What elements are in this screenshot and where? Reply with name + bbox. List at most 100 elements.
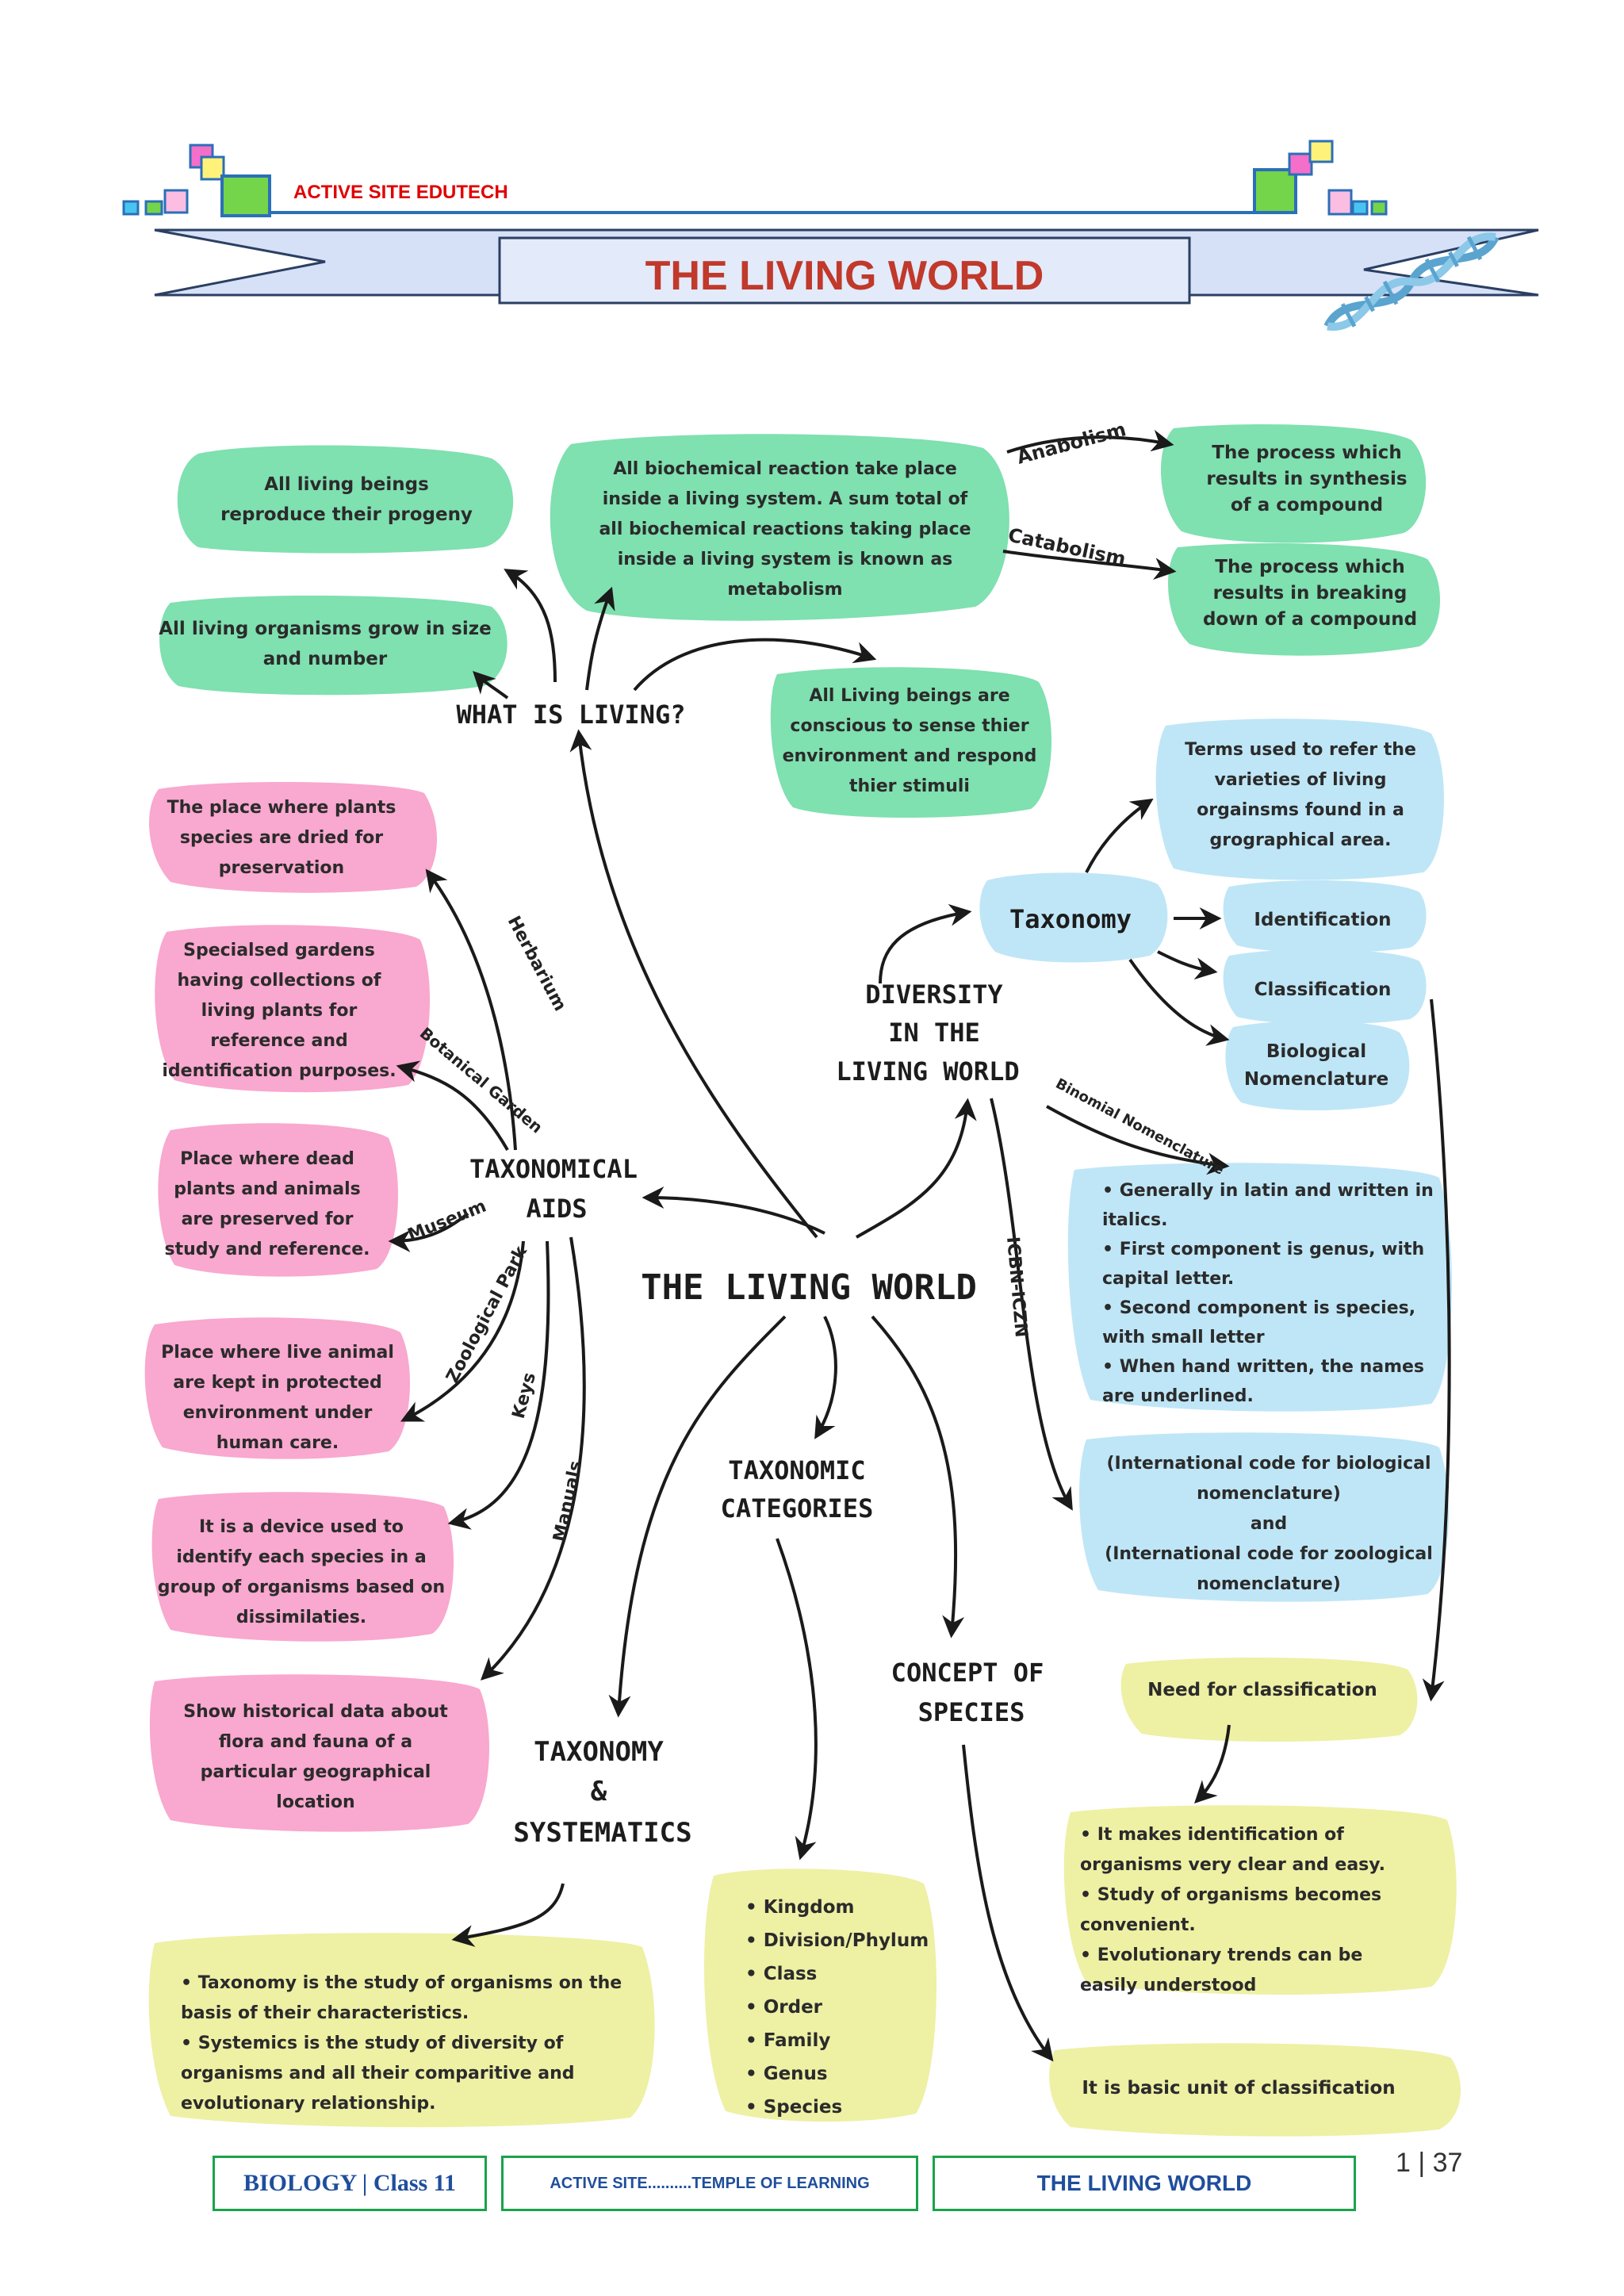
edge-label-anabolism: Anabolism — [1014, 418, 1128, 469]
page-title: THE LIVING WORLD — [645, 253, 1044, 299]
footer-subject: BIOLOGY | Class 11 — [243, 2170, 457, 2196]
node-taxonomic-categories-line2: CATEGORIES — [721, 1493, 874, 1524]
systematics-line3: • Systemics is the study of diversity of — [181, 2033, 564, 2053]
bubble-terms — [1155, 719, 1445, 880]
left-square-logo — [122, 144, 271, 217]
page-number: 1 | 37 — [1396, 2148, 1463, 2178]
terms-line4: grographical area. — [1209, 830, 1391, 850]
need-points-line2: organisms very clear and easy. — [1080, 1855, 1385, 1875]
bubble-reproduce — [177, 445, 514, 554]
keys-line4: dissimilaties. — [236, 1608, 366, 1627]
bubble-need — [1120, 1657, 1418, 1742]
footer-subject-box: BIOLOGY | Class 11 — [213, 2156, 487, 2211]
reproduce-line1: All living beings — [264, 474, 429, 495]
binomial-line8: are underlined. — [1102, 1386, 1254, 1406]
bubble-texts: All living beings reproduce their progen… — [158, 443, 1434, 2118]
metabolism-line4: inside a living system is known as — [618, 550, 953, 569]
museum-line1: Place where dead — [180, 1149, 354, 1169]
terms-line3: orgainsms found in a — [1197, 800, 1404, 820]
binomial-line1: • Generally in latin and written in — [1102, 1181, 1434, 1201]
bubble-synthesis — [1160, 424, 1427, 543]
metabolism-line2: inside a living system. A sum total of — [603, 489, 968, 509]
binomial-line4: capital letter. — [1102, 1269, 1234, 1289]
node-taxonomy: Taxonomy — [1009, 904, 1132, 934]
binomial-line6: with small letter — [1102, 1328, 1265, 1347]
node-concept-of-species-line1: CONCEPT OF — [891, 1658, 1044, 1688]
need-points-line4: convenient. — [1080, 1915, 1196, 1935]
bubble-biological-nomenclature — [1225, 1020, 1410, 1111]
zoo-line1: Place where live animal — [161, 1343, 394, 1363]
classification-text: Classification — [1254, 979, 1392, 1000]
keys-line1: It is a device used to — [199, 1517, 404, 1537]
edge-label-catabolism: Catabolism — [1006, 523, 1128, 570]
bubble-breaking — [1168, 543, 1441, 656]
breaking-line1: The process which — [1215, 557, 1404, 577]
edge-label-museum: Museum — [405, 1196, 489, 1245]
node-taxonomy-systematics-line2: & — [591, 1776, 607, 1807]
museum-line4: study and reference. — [165, 1240, 370, 1259]
edge-label-icbn: ICBN-ICZN — [1002, 1236, 1031, 1338]
manuals-line1: Show historical data about — [183, 1702, 448, 1722]
categories-division: • Division/Phylum — [745, 1930, 929, 1951]
binomial-line5: • Second component is species, — [1102, 1298, 1415, 1318]
botanical-line2: having collections of — [178, 971, 381, 991]
basic-unit-text: It is basic unit of classification — [1082, 2078, 1395, 2099]
categories-order: • Order — [745, 1997, 823, 2018]
node-concept-of-species-line2: SPECIES — [918, 1697, 1025, 1727]
node-diversity-line3: LIVING WORLD — [836, 1056, 1019, 1087]
bubble-conscious — [770, 667, 1052, 818]
dna-icon — [1323, 232, 1500, 331]
node-taxonomy-systematics-line3: SYSTEMATICS — [513, 1817, 691, 1849]
zoo-line4: human care. — [216, 1433, 339, 1453]
bubble-grow — [159, 595, 508, 696]
synthesis-line2: results in synthesis — [1206, 469, 1407, 489]
need-points-line1: • It makes identification of — [1080, 1825, 1344, 1845]
systematics-line2: basis of their characteristics. — [181, 2003, 469, 2023]
keys-line3: group of organisms based on — [158, 1577, 445, 1597]
need-points-line3: • Study of organisms becomes — [1080, 1885, 1381, 1905]
center-node: THE LIVING WORLD — [641, 1267, 977, 1308]
icbn-line4: (International code for zoological — [1105, 1544, 1433, 1564]
synthesis-line3: of a compound — [1231, 495, 1383, 516]
need-text: Need for classification — [1147, 1680, 1377, 1700]
bubble-manuals — [149, 1674, 489, 1832]
bubble-zoo — [144, 1317, 410, 1459]
bubble-systematics — [148, 1933, 655, 2128]
bubble-museum — [158, 1123, 398, 1277]
bubble-basic-unit — [1049, 2043, 1461, 2137]
systematics-line4: organisms and all their comparitive and — [181, 2064, 574, 2083]
categories-family: • Family — [745, 2030, 830, 2051]
categories-class: • Class — [745, 1964, 817, 1984]
bubble-taxonomy — [979, 872, 1168, 963]
edge-label-manuals: Manuals — [550, 1459, 586, 1543]
bubble-shapes — [144, 424, 1461, 2137]
bubble-classification — [1223, 949, 1427, 1025]
need-points-line5: • Evolutionary trends can be — [1080, 1945, 1362, 1965]
terms-line2: varieties of living — [1215, 770, 1387, 790]
bubble-need-points — [1063, 1805, 1457, 1995]
breaking-line2: results in breaking — [1213, 583, 1408, 604]
edge-label-keys: Keys — [509, 1370, 540, 1420]
node-taxonomy-systematics-line1: TAXONOMY — [534, 1736, 664, 1768]
bubble-herbarium — [149, 781, 438, 893]
manuals-line3: particular geographical — [201, 1762, 431, 1782]
conscious-line3: environment and respond — [783, 746, 1037, 766]
zoo-line3: environment under — [183, 1403, 373, 1423]
museum-line3: are preserved for — [182, 1209, 354, 1229]
node-taxonomical-aids-line1: TAXONOMICAL — [469, 1154, 638, 1184]
conscious-line2: conscious to sense thier — [790, 716, 1028, 736]
synthesis-line1: The process which — [1212, 443, 1401, 463]
metabolism-line3: all biochemical reactions taking place — [599, 519, 971, 539]
bubble-binomial-points — [1067, 1163, 1453, 1412]
footer-tagline-box: ACTIVE SITE..........TEMPLE OF LEARNING — [501, 2156, 918, 2211]
zoo-line2: are kept in protected — [173, 1373, 381, 1393]
systematics-line1: • Taxonomy is the study of organisms on … — [181, 1973, 622, 1993]
systematics-line5: evolutionary relationship. — [181, 2094, 436, 2114]
terms-line1: Terms used to refer the — [1185, 740, 1416, 760]
bubble-categories — [704, 1869, 937, 2122]
bubble-keys — [151, 1492, 454, 1642]
botanical-line1: Specialsed gardens — [183, 941, 375, 960]
edge-label-herbarium: Herbarium — [504, 913, 570, 1014]
bubble-icbn — [1079, 1432, 1449, 1602]
